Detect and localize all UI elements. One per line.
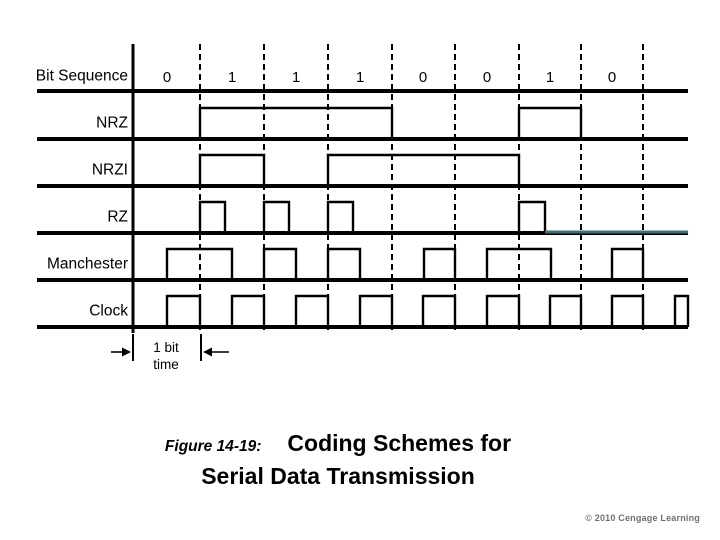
waveform-manchester <box>262 247 298 280</box>
waveform-manchester <box>485 247 553 280</box>
waveform-clock <box>294 294 330 327</box>
waveform-clock <box>230 294 266 327</box>
waveform-clock <box>610 294 645 327</box>
figure-label: Figure 14-19: <box>164 438 262 455</box>
waveform-clock <box>673 294 690 327</box>
waveform-manchester <box>422 247 457 280</box>
waveform-manchester <box>165 247 234 280</box>
waveform-clock <box>165 294 202 327</box>
waveform-rz <box>198 200 227 233</box>
waveform-rz <box>262 200 291 233</box>
caption-title-line2: Serial Data Transmission <box>201 463 475 489</box>
row-label: Manchester <box>47 256 128 273</box>
bit-value: 1 <box>292 69 300 86</box>
waveform-clock <box>358 294 394 327</box>
caption-line-1: Figure 14-19: Coding Schemes for <box>138 430 538 460</box>
figure-caption: Figure 14-19: Coding Schemes for Serial D… <box>138 430 538 493</box>
waveform-nrz <box>198 106 394 139</box>
waveform-nrzi <box>326 153 521 186</box>
row-label: NRZ <box>96 115 128 132</box>
waveform-nrz <box>517 106 583 139</box>
row-label: RZ <box>107 209 128 226</box>
row-label: Bit Sequence <box>36 68 128 85</box>
bit-time-label-line1: 1 bit <box>153 340 179 355</box>
bit-value: 0 <box>419 69 427 86</box>
bit-value: 1 <box>546 69 554 86</box>
waveform-manchester <box>610 247 645 280</box>
bit-time-left-arrowhead <box>122 347 131 357</box>
waveform-clock <box>485 294 521 327</box>
waveform-manchester <box>326 247 362 280</box>
bit-time-label-line2: time <box>153 357 179 372</box>
bit-time-right-arrowhead <box>203 347 212 357</box>
waveform-nrzi <box>198 153 266 186</box>
waveform-rz <box>517 200 547 233</box>
bit-value: 0 <box>608 69 616 86</box>
caption-title-line1: Coding Schemes for <box>287 430 512 456</box>
bit-value: 0 <box>163 69 171 86</box>
bit-value: 1 <box>228 69 236 86</box>
bit-value: 1 <box>356 69 364 86</box>
row-label: NRZI <box>92 162 128 179</box>
waveform-clock <box>548 294 583 327</box>
bit-value: 0 <box>483 69 491 86</box>
row-label: Clock <box>89 303 128 320</box>
waveform-rz <box>326 200 355 233</box>
waveform-clock <box>421 294 457 327</box>
copyright-notice: © 2010 Cengage Learning <box>585 513 700 523</box>
